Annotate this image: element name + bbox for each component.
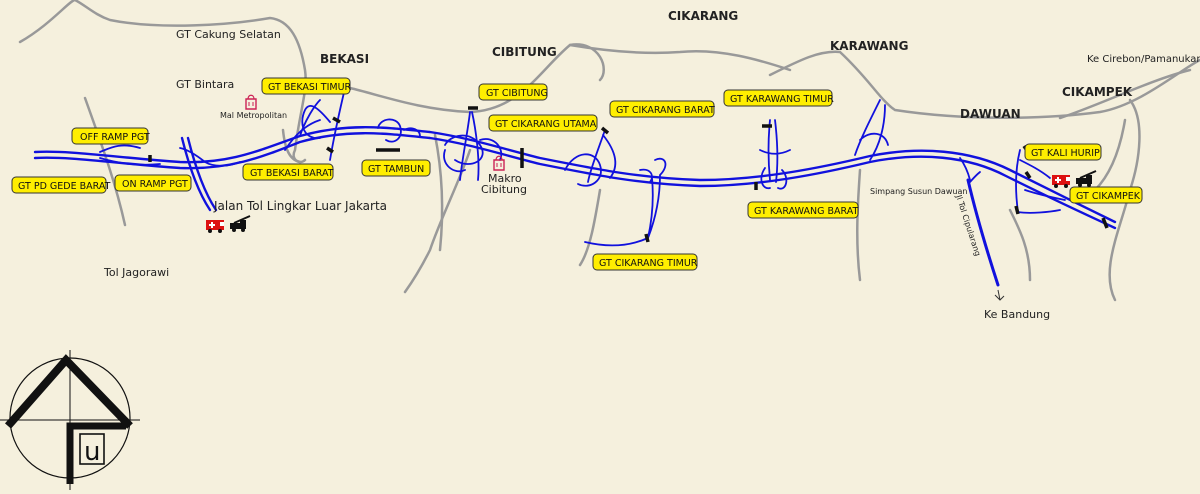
gate-bekasi-barat: GT BEKASI BARAT [242, 163, 334, 181]
karawang-timur-interchange [759, 119, 791, 190]
tow-truck-icon [1076, 170, 1097, 187]
gate-label: GT CIKAMPEK [1076, 191, 1141, 202]
ambulance-icon [1052, 175, 1070, 188]
compass-logo: u [0, 350, 140, 490]
city-karawang: KARAWANG [830, 39, 908, 53]
gate-label: GT CIKARANG UTAMA [495, 119, 597, 130]
cipularang-link [959, 157, 981, 183]
gate-mark [1101, 217, 1109, 229]
city-bekasi: BEKASI [320, 52, 369, 66]
gate-label: GT KALI HURIP [1031, 148, 1100, 159]
label-jorr: Jalan Tol Lingkar Luar Jakarta [213, 199, 387, 213]
label-jl-tol-cipularang: Jl Tol Cipularang [954, 193, 983, 257]
road-cirebon [1058, 68, 1192, 120]
gate-mark [326, 146, 334, 154]
tambun-loops [377, 118, 421, 143]
gate-mark [644, 233, 650, 243]
gate-label: GT CIBITUNG [486, 88, 548, 99]
city-cikarang: CIKARANG [668, 9, 738, 23]
gate-cikampek: GT CIKAMPEK [1069, 186, 1143, 204]
gate-label: OFF RAMP PGT [80, 132, 150, 143]
road-karawang-south [856, 168, 862, 282]
logo-letter: u [84, 437, 100, 467]
label-gt-cakung-selatan: GT Cakung Selatan [176, 28, 281, 41]
label-tol-jagorawi: Tol Jagorawi [103, 266, 169, 279]
road-cikarang-south [578, 188, 602, 267]
gate-label: ON RAMP PGT [122, 179, 188, 190]
city-cikampek: CIKAMPEK [1062, 85, 1133, 99]
gate-label: GT BEKASI BARAT [250, 168, 334, 179]
dawuan-interchange [854, 99, 889, 161]
gate-label: GT KARAWANG BARAT [754, 206, 858, 217]
city-dawuan: DAWUAN [960, 107, 1021, 121]
tow-truck-icon [230, 215, 251, 232]
main-carriageway-north [33, 126, 1117, 224]
road-karawang [768, 50, 1200, 120]
gate-off-ramp-pgt: OFF RAMP PGT [71, 127, 150, 145]
main-carriageway-south [33, 132, 1117, 230]
jorr-spur-b [186, 136, 218, 212]
shopping-bag-icon [245, 94, 257, 110]
gate-label: GT CIKARANG TIMUR [599, 258, 698, 269]
shopping-bag-icon [493, 155, 505, 171]
cikarang-barat-interchange [564, 129, 617, 187]
pgt-ramps [99, 144, 241, 167]
arrow-down-icon [994, 289, 1005, 301]
label-ke-cirebon: Ke Cirebon/Pamanukan [1087, 54, 1200, 65]
kali-hurip-ramps [1015, 149, 1066, 214]
gate-kali-hurip: GT KALI HURIP [1024, 143, 1102, 161]
cibitung-interchange [443, 111, 503, 181]
gate-tambun: GT TAMBUN [361, 159, 431, 177]
label-makro-2: Cibitung [481, 183, 527, 196]
road-bekasi [348, 43, 605, 114]
ambulance-icon [206, 220, 224, 233]
jorr-spur-a [180, 136, 212, 212]
road-cikampek-loop [1093, 118, 1127, 192]
road-dawuan-south [1008, 208, 1032, 282]
gate-cibitung: GT CIBITUNG [478, 83, 548, 101]
gate-bekasi-timur: GT BEKASI TIMUR [261, 77, 352, 95]
label-mal-metropolitan: Mal Metropolitan [220, 111, 287, 120]
gate-cikarang-barat: GT CIKARANG BARAT [609, 100, 715, 118]
gate-cikarang-timur: GT CIKARANG TIMUR [592, 253, 698, 271]
gate-pd-gede-barat: GT PD GEDE BARAT [11, 176, 111, 194]
road-bekasi-spur [281, 128, 302, 164]
gate-label: GT TAMBUN [368, 164, 424, 175]
label-simpang-dawuan: Simpang Susun Dawuan [870, 187, 967, 196]
label-ke-bandung: Ke Bandung [984, 308, 1050, 321]
gate-on-ramp-pgt: ON RAMP PGT [114, 174, 192, 192]
gate-label: GT BEKASI TIMUR [268, 82, 352, 93]
city-cibitung: CIBITUNG [492, 45, 557, 59]
cipularang-toll [966, 178, 1000, 287]
gate-label: GT KARAWANG TIMUR [730, 94, 834, 105]
label-makro-1: Makro [488, 172, 522, 185]
gate-mark [1024, 171, 1032, 179]
road-cibitung-west [433, 133, 444, 252]
gate-mark [332, 116, 341, 124]
gate-karawang-barat: GT KARAWANG BARAT [747, 201, 859, 219]
gate-cikarang-utama: GT CIKARANG UTAMA [488, 114, 598, 132]
road-cikarang-north [568, 43, 792, 72]
gate-mark [1014, 205, 1020, 215]
gate-label: GT PD GEDE BARAT [18, 181, 111, 192]
gate-mark [600, 126, 610, 135]
gate-label: GT CIKARANG BARAT [616, 105, 715, 116]
gate-karawang-timur: GT KARAWANG TIMUR [723, 89, 834, 107]
label-gt-bintara: GT Bintara [176, 78, 234, 91]
